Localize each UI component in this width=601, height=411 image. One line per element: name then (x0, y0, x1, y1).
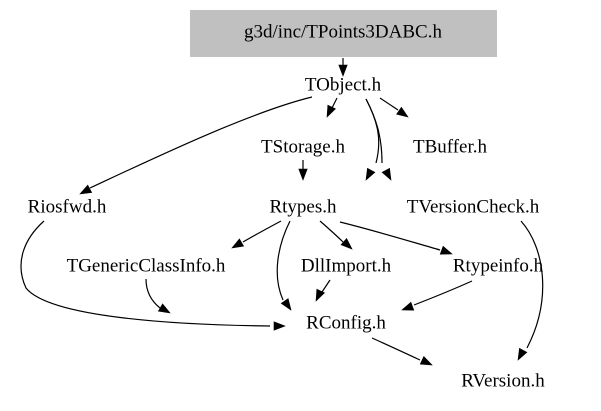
graph-node-tstorage[interactable]: TStorage.h (261, 136, 345, 157)
arrowhead-icon (157, 303, 171, 314)
arrowhead-icon (381, 167, 392, 181)
edge-line (520, 220, 544, 349)
node-label: g3d/inc/TPoints3DABC.h (244, 21, 442, 42)
edge-tobject-to-tstorage (326, 97, 338, 118)
node-label: TVersionCheck.h (407, 196, 540, 217)
node-label: TGenericClassInfo.h (67, 255, 226, 276)
node-label: Rtypeinfo.h (453, 255, 544, 276)
edge-rconfig-to-rversion (371, 337, 433, 366)
edge-line (321, 279, 331, 293)
edge-line (89, 96, 313, 189)
edge-tobject-to-tversioncheck (365, 98, 392, 181)
edge-line (276, 220, 291, 301)
arrowhead-icon (231, 238, 245, 249)
edge-line (145, 278, 161, 309)
arrowhead-icon (340, 237, 353, 250)
graph-node-rversion[interactable]: RVersion.h (461, 370, 545, 391)
arrowhead-icon (273, 321, 286, 331)
edge-line (20, 220, 271, 327)
edge-rtypes-to-rconfig (276, 220, 292, 311)
edge-tgenericclassinfo-to-rconfig (145, 278, 171, 314)
edge-rtypes-to-dllimport (319, 220, 353, 250)
edge-line (365, 98, 383, 164)
node-box-fill (190, 10, 497, 57)
graph-node-rtypes[interactable]: Rtypes.h (269, 196, 337, 217)
graph-node-rtypeinfo[interactable]: Rtypeinfo.h (453, 255, 544, 276)
edge-root-to-tobject (338, 58, 348, 77)
edge-line (371, 337, 421, 361)
graph-node-dllimport[interactable]: DllImport.h (301, 255, 392, 276)
edge-rtypes-to-rtypeinfo (339, 221, 453, 255)
node-label: TObject.h (305, 74, 382, 95)
edge-line (319, 220, 344, 243)
edge-riosfwd-to-rconfig (20, 220, 286, 331)
arrowhead-icon (79, 184, 93, 195)
edge-line (339, 221, 441, 251)
node-label: DllImport.h (301, 255, 392, 276)
node-label: RConfig.h (306, 312, 386, 333)
edge-line (331, 97, 338, 109)
node-label: RVersion.h (461, 370, 545, 391)
arrowhead-icon (280, 298, 292, 311)
arrowhead-icon (396, 106, 409, 118)
arrowhead-icon (517, 347, 528, 361)
edge-rtypeinfo-to-rconfig (401, 280, 473, 311)
node-label: Riosfwd.h (28, 196, 107, 217)
node-label: TBuffer.h (413, 136, 488, 157)
edge-dllimport-to-rconfig (315, 279, 331, 302)
edge-line (413, 280, 473, 306)
arrowhead-icon (298, 168, 308, 181)
edge-line (379, 97, 399, 111)
node-label: Rtypes.h (269, 196, 337, 217)
graph-node-root[interactable]: g3d/inc/TPoints3DABC.h (190, 10, 497, 57)
edge-tobject-to-tbuffer (379, 97, 409, 118)
graph-node-tobject[interactable]: TObject.h (305, 74, 382, 95)
edge-tobject-to-riosfwd (79, 96, 313, 195)
arrowhead-icon (401, 301, 415, 311)
edge-tobject-to-rtypes (365, 98, 380, 181)
edge-rtypes-to-tgenericclassinfo (231, 220, 282, 249)
edge-tstorage-to-rtypes (298, 160, 308, 181)
graph-node-rconfig[interactable]: RConfig.h (306, 312, 386, 333)
arrowhead-icon (326, 104, 336, 118)
arrowhead-icon (419, 356, 433, 366)
edge-line (365, 98, 380, 164)
arrowhead-icon (315, 288, 325, 302)
graph-node-tversioncheck[interactable]: TVersionCheck.h (407, 196, 540, 217)
graph-node-riosfwd[interactable]: Riosfwd.h (28, 196, 107, 217)
edge-tversioncheck-to-rversion (517, 220, 544, 361)
arrowhead-icon (338, 64, 348, 77)
edge-line (242, 220, 282, 243)
graph-node-tbuffer[interactable]: TBuffer.h (413, 136, 488, 157)
arrowhead-icon (365, 167, 376, 181)
arrowhead-icon (439, 245, 453, 255)
node-label: TStorage.h (261, 136, 345, 157)
graph-node-tgenericclassinfo[interactable]: TGenericClassInfo.h (67, 255, 226, 276)
